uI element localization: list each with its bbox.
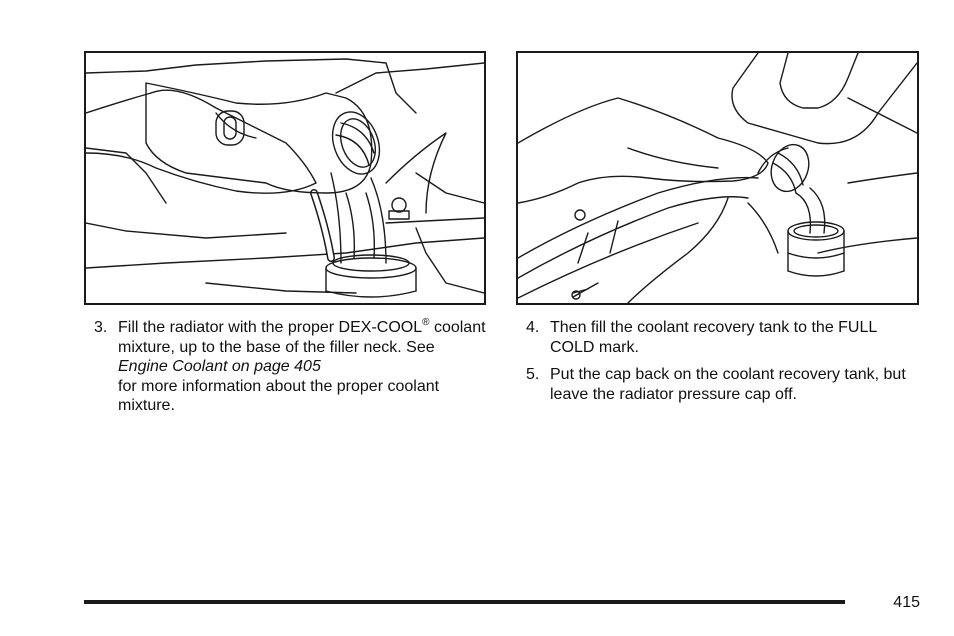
- registered-mark: ®: [422, 316, 430, 328]
- step-number: 3.: [94, 319, 108, 336]
- step-text: Put the cap back on the coolant recovery…: [550, 366, 906, 403]
- step-number: 4.: [526, 319, 540, 336]
- step-item: 3. Fill the radiator with the proper DEX…: [94, 316, 486, 416]
- page-number: 415: [893, 594, 920, 611]
- cross-reference-link[interactable]: Engine Coolant on page 405: [118, 358, 321, 375]
- recovery-tank-fill-illustration: [516, 51, 919, 305]
- step-body: Fill the radiator with the proper DEX-CO…: [118, 316, 486, 416]
- step-item: 4. Then fill the coolant recovery tank t…: [526, 318, 918, 357]
- step-text: for more information about the proper co…: [118, 377, 440, 415]
- step-number: 5.: [526, 366, 540, 383]
- step-item: 5. Put the cap back on the coolant recov…: [526, 365, 918, 404]
- step-text: Then fill the coolant recovery tank to t…: [550, 319, 877, 356]
- footer-rule: [84, 600, 845, 604]
- step-text: coolant mixture, up to the base of the f…: [118, 319, 486, 356]
- step-text: Fill the radiator with the proper DEX-CO…: [118, 319, 423, 336]
- instruction-steps-right: 4. Then fill the coolant recovery tank t…: [526, 318, 918, 412]
- instruction-steps-left: 3. Fill the radiator with the proper DEX…: [94, 316, 486, 424]
- radiator-fill-illustration: [84, 51, 486, 305]
